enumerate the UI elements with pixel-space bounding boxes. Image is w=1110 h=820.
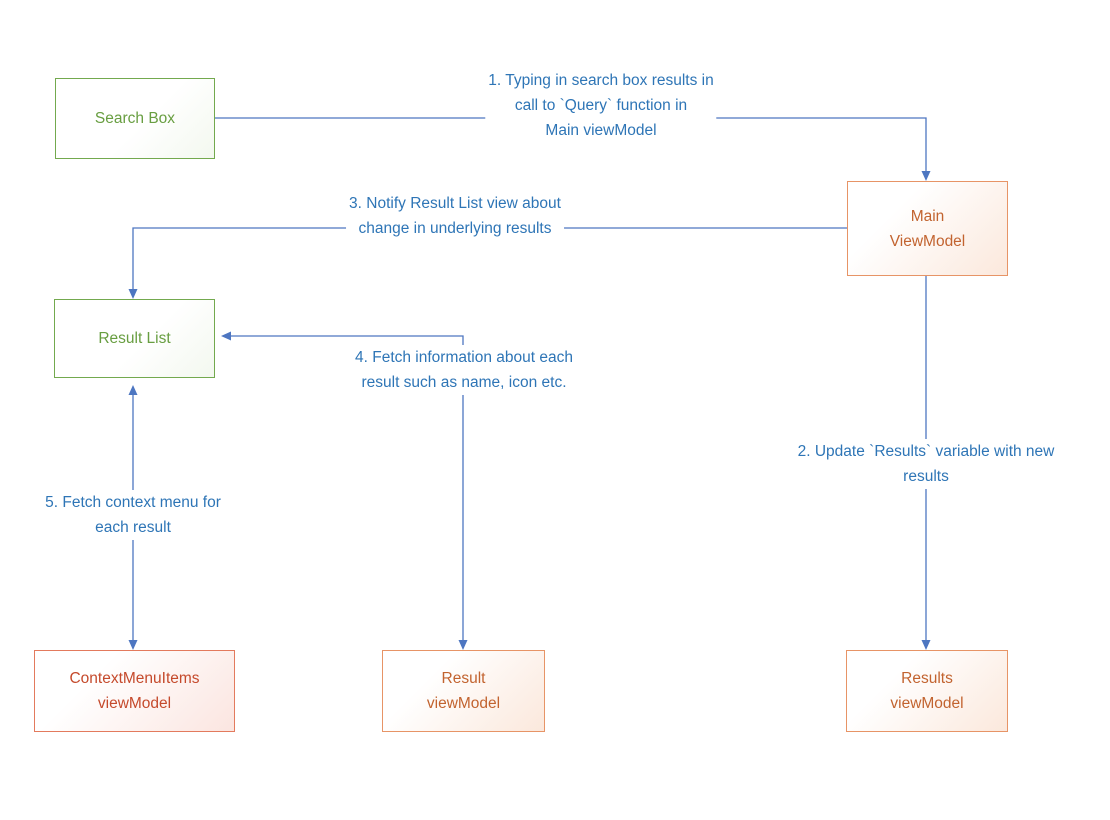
node-search-box: Search Box xyxy=(55,78,215,159)
arrowhead-left-resultlist xyxy=(221,331,231,341)
node-result-list: Result List xyxy=(54,299,215,378)
node-search-box-label: Search Box xyxy=(94,110,176,127)
annotation-step4: 4. Fetch information about each result s… xyxy=(352,345,576,395)
node-results-viewmodel-label-line1: Results xyxy=(901,670,953,687)
annotation-step5: 5. Fetch context menu for each result xyxy=(42,490,224,540)
annotation-step5-line1: 5. Fetch context menu for xyxy=(45,494,221,511)
node-result-list-label: Result List xyxy=(98,330,171,347)
node-results-viewmodel-label-line2: viewModel xyxy=(890,695,964,712)
node-main-viewmodel: Main ViewModel xyxy=(847,181,1008,276)
annotation-step4-line1: 4. Fetch information about each xyxy=(355,349,573,366)
annotation-step1-line3: Main viewModel xyxy=(545,122,657,139)
annotation-step1-line2: call to `Query` function in xyxy=(514,97,688,114)
node-result-viewmodel: Result viewModel xyxy=(382,650,545,732)
arrowhead-down-contextmenuvm xyxy=(128,640,138,650)
annotation-step3: 3. Notify Result List view about change … xyxy=(346,191,564,241)
arrowhead-down-resultsvm xyxy=(921,640,931,650)
connector-mainvm-to-resultlist xyxy=(132,227,847,291)
node-contextmenuitems-label-line2: viewModel xyxy=(97,695,172,712)
node-result-viewmodel-label-line2: viewModel xyxy=(426,695,501,712)
node-result-viewmodel-label-line1: Result xyxy=(441,670,486,687)
annotation-step1-line1: 1. Typing in search box results in xyxy=(488,72,714,89)
annotation-step3-line1: 3. Notify Result List view about xyxy=(349,195,561,212)
annotation-step5-line2: each result xyxy=(95,519,171,536)
node-contextmenuitems-viewmodel: ContextMenuItems viewModel xyxy=(34,650,235,732)
annotation-step3-line2: change in underlying results xyxy=(358,220,552,237)
annotation-step2-line2: results xyxy=(903,468,949,485)
node-main-viewmodel-label-line2: ViewModel xyxy=(889,232,966,250)
node-main-viewmodel-label-line1: Main xyxy=(910,207,945,225)
annotation-step2: 2. Update `Results` variable with new re… xyxy=(794,439,1058,489)
annotation-step1: 1. Typing in search box results in call … xyxy=(485,68,717,143)
arrowhead-down-resultlist xyxy=(128,289,138,299)
arrowhead-down-resultvm xyxy=(458,640,468,650)
node-contextmenuitems-label-line1: ContextMenuItems xyxy=(69,670,200,687)
connector-resultlist-resultvm xyxy=(230,335,464,642)
arrowhead-down-mainvm xyxy=(921,171,931,181)
arrowhead-up-resultlist xyxy=(128,385,138,395)
connector-search-to-mainvm xyxy=(213,117,927,174)
node-results-viewmodel: Results viewModel xyxy=(846,650,1008,732)
annotation-step4-line2: result such as name, icon etc. xyxy=(361,374,567,391)
annotation-step2-line1: 2. Update `Results` variable with new xyxy=(797,443,1055,460)
